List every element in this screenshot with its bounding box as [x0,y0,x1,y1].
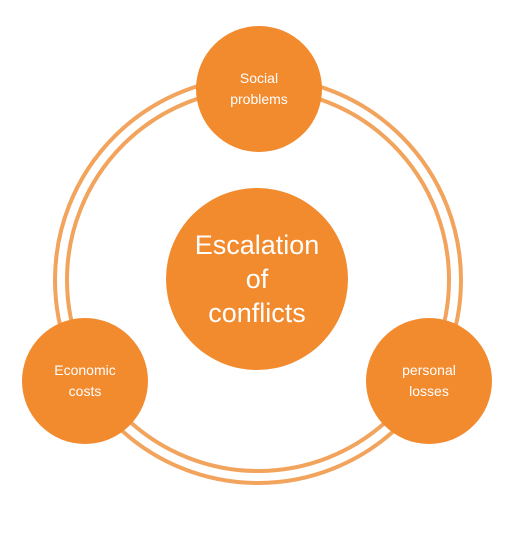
node-economic-costs: Economic costs [22,318,148,444]
node-personal-losses: personal losses [366,318,492,444]
node-social-problems-label: Social problems [230,70,288,107]
node-personal-losses-label: personal losses [402,362,456,399]
center-label: Escalation of conflicts [194,230,320,328]
node-economic-costs-label: Economic costs [54,362,116,399]
node-social-problems: Social problems [196,26,322,152]
center-escalation-of-conflicts: Escalation of conflicts [166,188,348,370]
